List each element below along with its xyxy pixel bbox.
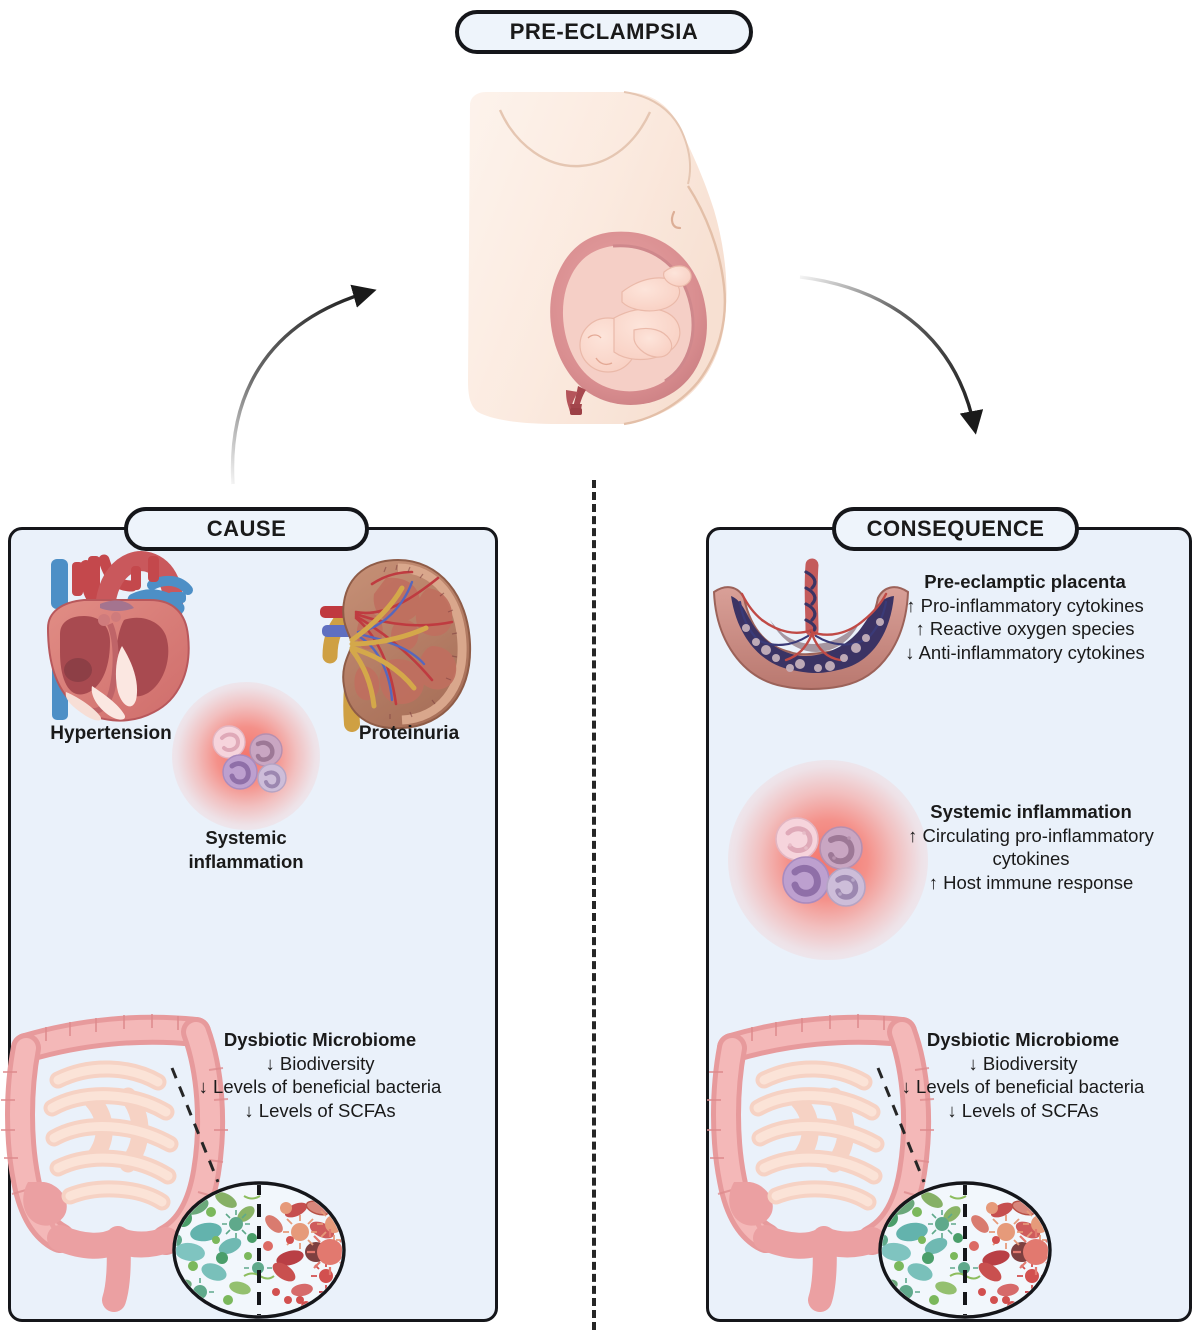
consequence-microbiome-line-2: ↓ Levels of beneficial bacteria [901,1076,1145,1098]
consequence-inflammation-line-3: ↑ Host immune response [928,872,1134,894]
consequence-placenta-title: Pre-eclamptic placenta [924,571,1126,592]
consequence-inflammation-block: Systemic inflammation ↑ Circulating pro-… [872,800,1190,895]
cause-microbiome-line-2: ↓ Levels of beneficial bacteria [198,1076,442,1098]
consequence-placenta-line-1: ↑ Pro-inflammatory cytokines [906,594,1144,616]
cause-microbiome-line-1: ↓ Biodiversity [265,1052,375,1074]
arrow-to-consequence [799,275,984,435]
cause-microbiome-line-3: ↓ Levels of SCFAs [244,1100,396,1122]
consequence-panel-title-label: CONSEQUENCE [866,516,1045,541]
cause-systemic-inflammation-label: Systemic inflammation [150,826,342,873]
consequence-panel-title: CONSEQUENCE [832,507,1079,551]
cause-microbiome-title: Dysbiotic Microbiome [223,1029,417,1050]
consequence-microbiome-line-3: ↓ Levels of SCFAs [947,1100,1099,1122]
proteinuria-label: Proteinuria [358,723,460,744]
cause-systemic-inflammation-line1: Systemic [205,827,287,848]
cause-panel [8,527,498,1322]
cause-panel-title: CAUSE [124,507,369,551]
arrow-to-cause [230,284,377,485]
consequence-microbiome-line-1: ↓ Biodiversity [968,1052,1078,1074]
consequence-inflammation-line-1: ↑ Circulating pro-inflammatory [908,824,1154,846]
cause-panel-title-label: CAUSE [206,516,287,541]
consequence-placenta-line-3: ↓ Anti-inflammatory cytokines [905,642,1145,664]
panel-divider [592,480,596,1330]
consequence-inflammation-title: Systemic inflammation [930,801,1132,822]
page-title-label: PRE-ECLAMPSIA [509,19,699,44]
consequence-placenta-block: Pre-eclamptic placenta ↑ Pro-inflammator… [860,570,1190,665]
consequence-microbiome-block: Dysbiotic Microbiome ↓ Biodiversity ↓ Le… [858,1028,1188,1123]
consequence-inflammation-line-2: cytokines [992,848,1070,870]
cause-microbiome-block: Dysbiotic Microbiome ↓ Biodiversity ↓ Le… [155,1028,485,1123]
consequence-microbiome-title: Dysbiotic Microbiome [926,1029,1120,1050]
cause-systemic-inflammation-line2: inflammation [188,850,304,872]
hypertension-label: Hypertension [50,723,172,744]
consequence-placenta-line-2: ↑ Reactive oxygen species [915,618,1135,640]
inflammation-glow-cause [172,682,320,830]
page-title: PRE-ECLAMPSIA [455,10,753,54]
